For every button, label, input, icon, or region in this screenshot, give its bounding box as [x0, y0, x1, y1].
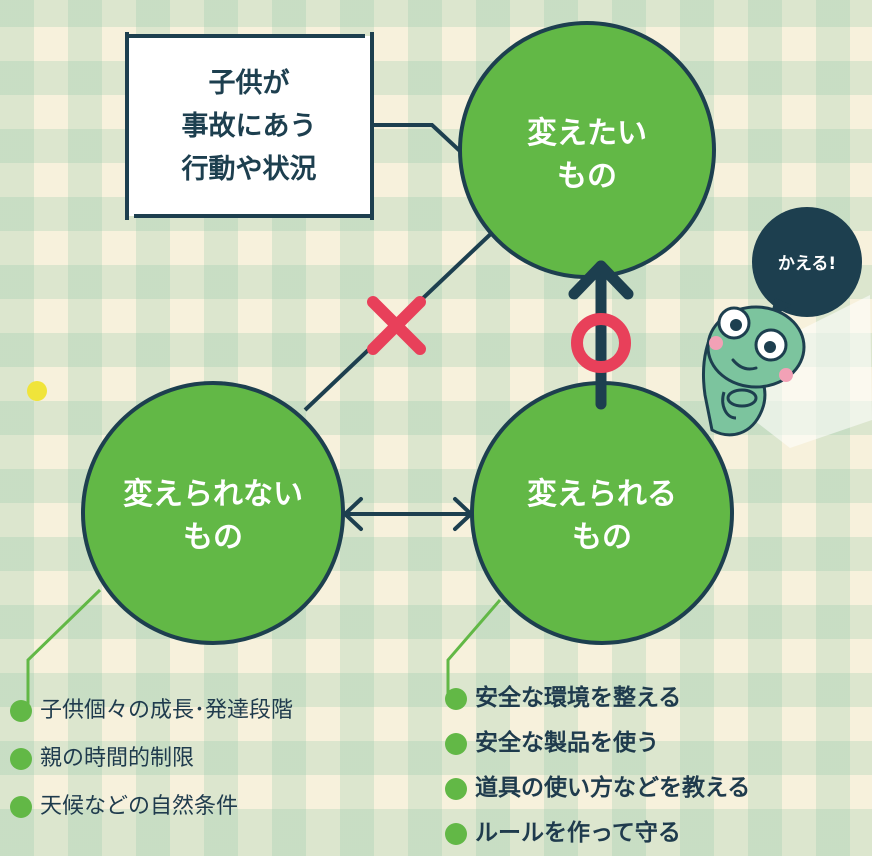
- list-item: 子供個々の成長･発達段階: [0, 687, 293, 735]
- circle-right: 変えられる もの: [470, 381, 734, 645]
- left-branch-line: [26, 588, 102, 708]
- up-arrow: [568, 260, 634, 410]
- speech-bubble: かえる!: [752, 207, 862, 318]
- circle-left: 変えられない もの: [81, 381, 345, 645]
- bullet-dot: [10, 748, 32, 770]
- circle-top-line-1: 変えたい: [527, 116, 647, 151]
- bullet-dot: [10, 796, 32, 818]
- note-line-3: 行動や状況: [181, 153, 317, 185]
- double-arrow: [343, 497, 473, 531]
- unchangeable-examples-list: 子供個々の成長･発達段階 親の時間的制限 天候などの自然条件: [0, 687, 293, 831]
- circle-top: 変えたい もの: [458, 21, 716, 279]
- circle-left-line-2: もの: [183, 520, 243, 555]
- bullet-dot: [445, 822, 467, 845]
- right-branch-line: [446, 599, 502, 697]
- list-item: ルールを作って守る: [435, 811, 750, 856]
- changeable-examples-list: 安全な環境を整える 安全な製品を使う 道具の使い方などを教える ルールを作って守…: [435, 676, 750, 856]
- bubble-text: かえる!: [778, 254, 836, 274]
- bullet-dot: [10, 700, 32, 722]
- list-item: 天候などの自然条件: [0, 783, 293, 831]
- list-item-label: 天候などの自然条件: [40, 794, 239, 819]
- note-line-1: 子供が: [209, 67, 290, 99]
- circle-right-line-2: もの: [572, 520, 632, 555]
- bullet-dot: [445, 687, 467, 710]
- yellow-dot: [27, 381, 47, 401]
- bullet-dot: [445, 732, 467, 755]
- note-line-2: 事故にあう: [182, 111, 317, 142]
- list-item: 道具の使い方などを教える: [435, 766, 750, 811]
- cross-mark-icon: [367, 296, 426, 355]
- list-item-label: 親の時間的制限: [40, 746, 195, 771]
- circle-top-line-2: もの: [557, 159, 617, 194]
- list-item-label: 安全な環境を整える: [475, 685, 682, 711]
- list-item-label: 子供個々の成長･発達段階: [40, 698, 294, 723]
- list-item-label: 安全な製品を使う: [475, 730, 659, 756]
- bullet-dot: [445, 777, 467, 800]
- list-item-label: 道具の使い方などを教える: [475, 775, 751, 801]
- circle-left-line-1: 変えられない: [123, 477, 303, 512]
- circle-right-line-1: 変えられる: [527, 477, 677, 512]
- list-item: 安全な製品を使う: [435, 721, 750, 766]
- ok-ring-icon: [571, 313, 631, 373]
- list-item: 親の時間的制限: [0, 735, 293, 783]
- frog-mascot-icon: [701, 295, 872, 448]
- list-item: 安全な環境を整える: [435, 676, 750, 721]
- list-item-label: ルールを作って守る: [475, 820, 681, 846]
- note-box: 子供が 事故にあう 行動や状況: [125, 32, 374, 220]
